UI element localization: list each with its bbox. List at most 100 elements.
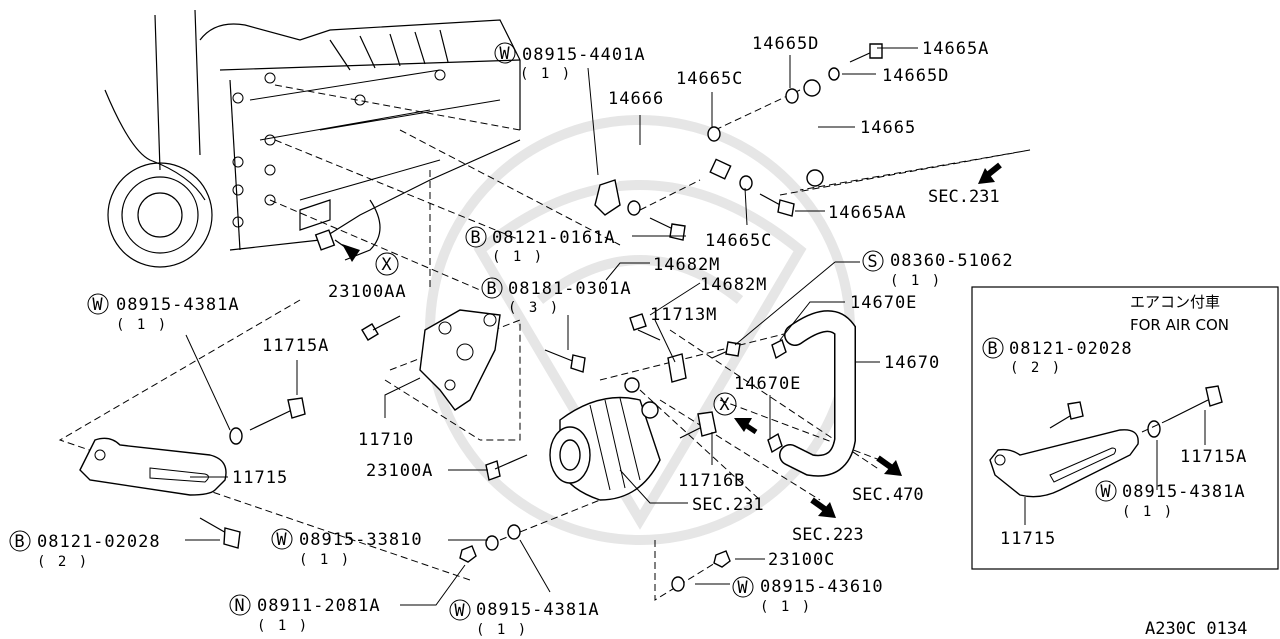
adjusting-bar — [79, 437, 227, 496]
label-w-08915-4381A-bottom: W 08915-4381A ( 1 ) — [449, 599, 600, 638]
leader-lines — [185, 47, 1081, 606]
pn-text: 08915-4381A — [116, 295, 240, 315]
washer-43610 — [671, 576, 685, 592]
qty-text: ( 1 ) — [520, 66, 572, 82]
fasteners — [199, 43, 883, 592]
prefix-b: B — [486, 279, 497, 299]
qty-text: ( 1 ) — [492, 249, 544, 265]
label-b-08121-0161A: B 08121-0161A ( 1 ) — [465, 226, 616, 265]
inset-washer-qty: ( 1 ) — [1122, 504, 1174, 520]
pipe-assembly — [594, 79, 824, 216]
inset-air-con: エアコン付車 FOR AIR CON B 08121-02028 ( 2 ) 1… — [971, 286, 1279, 570]
bolt-23100AA — [361, 315, 401, 341]
label-23100C: 23100C — [768, 550, 835, 570]
bolt-11716B — [679, 411, 717, 439]
label-w-08915-43610: W 08915-43610 ( 1 ) — [732, 576, 884, 615]
label-23100A: 23100A — [366, 461, 433, 481]
pn-text: 08911-2081A — [257, 596, 381, 616]
inset-title-jp: エアコン付車 — [1130, 293, 1220, 311]
qty-text: ( 1 ) — [890, 273, 942, 289]
bolt-14665AA — [759, 193, 795, 217]
pn-text: 08121-0161A — [492, 228, 616, 248]
inset-prefix-w: W — [1100, 482, 1111, 502]
prefix-b: B — [470, 228, 481, 248]
label-w-08915-4381A-left: W 08915-4381A ( 1 ) — [87, 293, 240, 333]
label-14665C-top: 14665C — [676, 69, 743, 89]
label-14665: 14665 — [860, 118, 916, 138]
prefix-w: W — [276, 530, 287, 550]
label-14670E-top: 14670E — [850, 293, 917, 313]
inset-washer-pn: 08915-4381A — [1122, 482, 1246, 502]
inset-bracket-pn: 11715 — [1000, 529, 1056, 549]
label-sec223: SEC.223 — [792, 525, 864, 545]
hose — [767, 310, 856, 477]
prefix-b: B — [14, 532, 25, 552]
washer-33810 — [485, 535, 499, 551]
prefix-w: W — [737, 578, 748, 598]
pn-text: 08360-51062 — [890, 251, 1014, 271]
prefix-w: W — [92, 295, 103, 315]
label-b-08181-0301A: B 08181-0301A ( 3 ) — [481, 277, 631, 316]
label-14665AA: 14665AA — [828, 203, 907, 223]
bolt-08121-02028 — [199, 517, 241, 549]
pn-text: 08915-43610 — [760, 577, 884, 597]
inset-bolt-qty: ( 2 ) — [1010, 360, 1062, 376]
inset-prefix-b: B — [987, 339, 998, 359]
qty-text: ( 3 ) — [508, 300, 560, 316]
label-14665D-top: 14665D — [752, 34, 819, 54]
qty-text: ( 1 ) — [476, 622, 528, 638]
label-b-08121-02028: B 08121-02028 ( 2 ) — [9, 530, 161, 570]
alternator — [549, 377, 661, 501]
bolt-08360 — [711, 341, 741, 359]
inset-bolt2-pn: 11715A — [1180, 447, 1247, 467]
qty-text: ( 1 ) — [257, 618, 309, 634]
bolt-23100A — [485, 454, 528, 481]
label-s-08360-51062: S 08360-51062 ( 1 ) — [862, 250, 1014, 289]
qty-text: ( 2 ) — [37, 554, 89, 570]
nut-08911 — [459, 545, 477, 563]
label-11715A: 11715A — [262, 336, 329, 356]
label-14682M-a: 14682M — [653, 255, 720, 275]
bolt-11715A — [249, 397, 306, 431]
qty-text: ( 1 ) — [299, 552, 351, 568]
part-11713M — [667, 353, 687, 383]
pn-text: 08121-02028 — [37, 532, 161, 552]
label-14682M-b: 14682M — [700, 275, 767, 295]
diagram-code: A230C 0134 — [1145, 619, 1247, 639]
bolt-08181 — [544, 349, 586, 373]
alternator-bracket — [419, 309, 501, 411]
marker-x-2: X — [713, 392, 737, 416]
label-w-08915-33810: W 08915-33810 ( 1 ) — [271, 528, 423, 568]
bolt-14665A — [849, 43, 883, 63]
label-11716B: 11716B — [678, 471, 745, 491]
prefix-w: W — [499, 44, 510, 64]
label-sec231-top: SEC.231 — [928, 187, 1000, 207]
label-14665A: 14665A — [922, 39, 989, 59]
arrows — [734, 162, 1002, 518]
qty-text: ( 1 ) — [760, 599, 812, 615]
label-23100AA: 23100AA — [328, 282, 407, 302]
pn-text: 08915-4381A — [476, 600, 600, 620]
engine-block — [104, 9, 521, 268]
label-n-08911-2081A: N 08911-2081A ( 1 ) — [229, 594, 381, 634]
marker-x-1: X — [375, 252, 399, 276]
label-14665D-right: 14665D — [882, 66, 949, 86]
inset-title-en: FOR AIR CON — [1130, 316, 1229, 334]
prefix-w: W — [454, 601, 465, 621]
washer-4381A-bottom — [507, 524, 521, 540]
marker-x-1-label: X — [381, 255, 392, 275]
nut-23100C — [713, 550, 731, 568]
prefix-n: N — [234, 596, 245, 616]
label-11710: 11710 — [358, 430, 414, 450]
label-11713M: 11713M — [650, 305, 717, 325]
inset-bolt-pn: 08121-02028 — [1009, 339, 1133, 359]
label-11715: 11715 — [232, 468, 288, 488]
clip-14682M — [629, 313, 647, 331]
label-14665C-bottom: 14665C — [705, 231, 772, 251]
label-14670E-mid: 14670E — [734, 374, 801, 394]
prefix-s: S — [867, 252, 878, 272]
bolt-0161A — [649, 217, 686, 241]
pn-text: 08915-33810 — [299, 530, 423, 550]
marker-x-2-label: X — [719, 395, 730, 415]
